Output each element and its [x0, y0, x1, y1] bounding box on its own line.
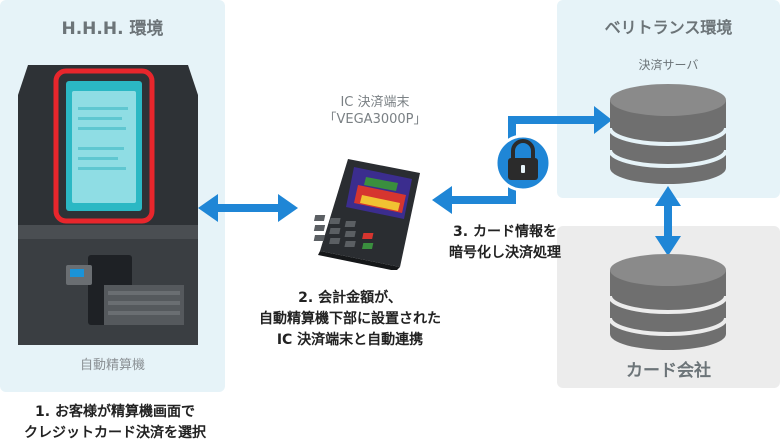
step2-line2: 自動精算機下部に設置された: [259, 311, 441, 327]
step1-line1: 1. お客様が精算機画面で: [35, 404, 195, 420]
terminal-title-line2: 「VEGA3000P」: [323, 112, 427, 127]
step2-line3: IC 決済端末と自動連携: [276, 332, 424, 348]
hhh-environment-title: H.H.H. 環境: [61, 19, 164, 39]
payment-server-label: 決済サーバ: [638, 58, 699, 72]
step1-caption: 1. お客様が精算機画面で クレジットカード決済を選択: [0, 402, 230, 444]
step3-line1: 3. カード情報を: [453, 224, 557, 240]
lock-icon: [494, 134, 552, 192]
payment-machine-illustration: [18, 65, 198, 345]
terminal-title: IC 決済端末 「VEGA3000P」: [300, 94, 450, 128]
step3-caption: 3. カード情報を 暗号化し決済処理: [445, 222, 565, 264]
step3-line2: 暗号化し決済処理: [449, 245, 561, 261]
database-icon: [608, 84, 728, 184]
veritrans-environment-title: ベリトランス環境: [604, 18, 733, 37]
card-company-title: カード会社: [626, 361, 711, 381]
step2-line1: 2. 会計金額が、: [298, 290, 402, 306]
machine-label: 自動精算機: [79, 358, 145, 373]
server-card-arrow: [655, 186, 681, 256]
step1-line2: クレジットカード決済を選択: [24, 425, 206, 441]
ic-terminal-illustration: [313, 159, 420, 270]
screen-highlight: [53, 68, 155, 224]
step2-caption: 2. 会計金額が、 自動精算機下部に設置された IC 決済端末と自動連携: [245, 288, 455, 351]
machine-terminal-arrow: [198, 194, 298, 222]
terminal-title-line1: IC 決済端末: [340, 95, 410, 110]
database-icon: [608, 254, 728, 350]
